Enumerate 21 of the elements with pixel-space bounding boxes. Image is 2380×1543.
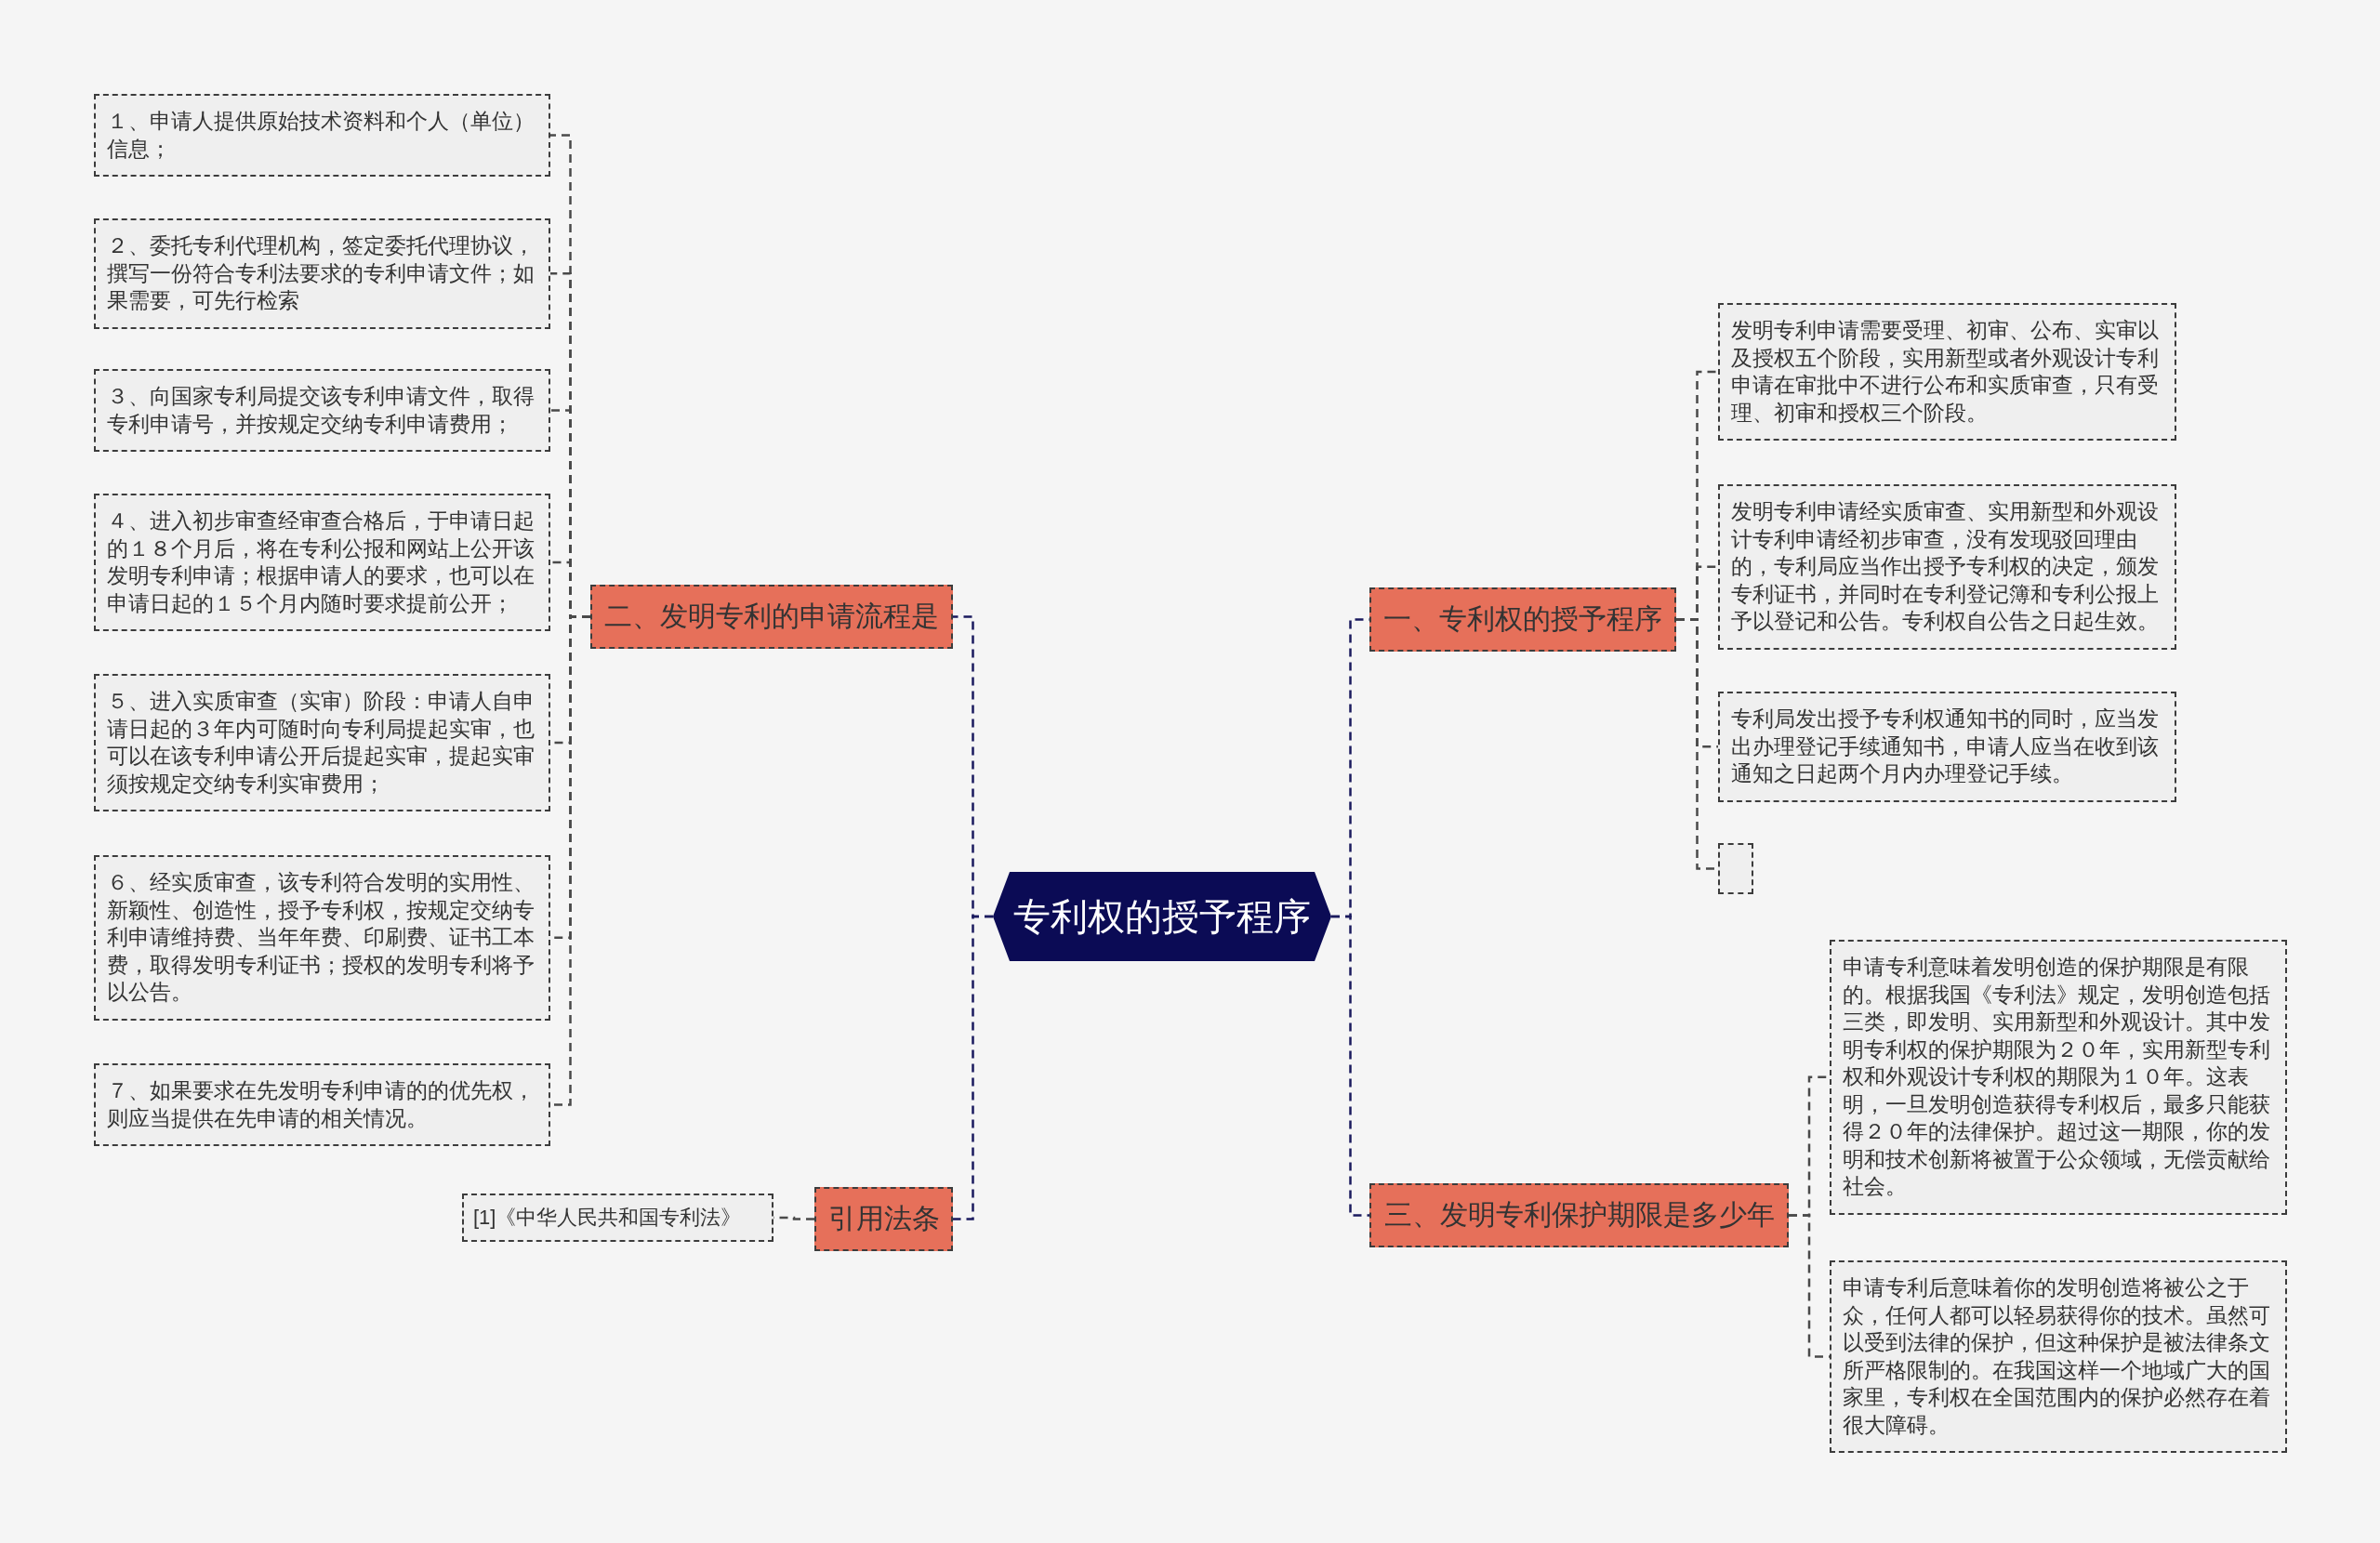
central-topic: 专利权的授予程序 [993, 872, 1331, 961]
note-box: 发明专利申请需要受理、初审、公布、实审以及授权五个阶段，实用新型或者外观设计专利申请在审批中不进行公布和实质审查，只有受理、初审和授权三个阶段。 [1718, 303, 2176, 441]
note-box: 申请专利后意味着你的发明创造将被公之于众，任何人都可以轻易获得你的技术。虽然可以受到法律的保护，但这种保护是被法律条文所严格限制的。在我国这样一个地域广大的国家里，专利权在全国范围内的保护必然存在着很大障碍。 [1830, 1260, 2287, 1453]
topic-box: 二、发明专利的申请流程是 [590, 585, 953, 649]
note-box: 发明专利申请经实质审查、实用新型和外观设计专利申请经初步审查，没有发现驳回理由的，专利局应当作出授予专利权的决定，颁发专利证书，并同时在专利登记簿和专利公报上予以登记和公告。专利权自公告之日起生效。 [1718, 484, 2176, 650]
note-box: １、申请人提供原始技术资料和个人（单位）信息； [94, 94, 550, 177]
note-box: 申请专利意味着发明创造的保护期限是有限的。根据我国《专利法》规定，发明创造包括三类，即发明、实用新型和外观设计。其中发明专利权的保护期限为２０年，实用新型专利权和外观设计专利权的期限为１０年。这表明，一旦发明创造获得专利权后，最多只能获得２０年的法律保护。超过这一期限，你的发明和技术创新将被置于公众领域，无偿贡献给社会。 [1830, 940, 2287, 1215]
note-box: ２、委托专利代理机构，签定委托代理协议，撰写一份符合专利法要求的专利申请文件；如果需要，可先行检索 [94, 218, 550, 329]
note-box: ６、经实质审查，该专利符合发明的实用性、新颖性、创造性，授予专利权，按规定交纳专利申请维持费、当年年费、印刷费、证书工本费，取得发明专利证书；授权的发明专利将予以公告。 [94, 855, 550, 1021]
note-box: ７、如果要求在先发明专利申请的的优先权，则应当提供在先申请的相关情况。 [94, 1063, 550, 1146]
note-box: ４、进入初步审查经审查合格后，于申请日起的１８个月后，将在专利公报和网站上公开该发明专利申请；根据申请人的要求，也可以在申请日起的１５个月内随时要求提前公开； [94, 494, 550, 631]
connector-line [953, 915, 993, 1220]
connector-line [1331, 915, 1369, 1217]
note-box: 专利局发出授予专利权通知书的同时，应当发出办理登记手续通知书，申请人应当在收到该通知之日起两个月内办理登记手续。 [1718, 692, 2176, 802]
note-box: ５、进入实质审查（实审）阶段：申请人自申请日起的３年内可随时向专利局提起实审，也可以在该专利申请公开后提起实审，提起实审须按规定交纳专利实审费用； [94, 674, 550, 811]
topic-box: 三、发明专利保护期限是多少年 [1369, 1183, 1789, 1247]
note-box: [1]《中华人民共和国专利法》 [462, 1194, 774, 1242]
note-box: ３、向国家专利局提交该专利申请文件，取得专利申请号，并按规定交纳专利申请费用； [94, 369, 550, 452]
empty-box [1718, 843, 1753, 894]
topic-box: 一、专利权的授予程序 [1369, 587, 1676, 652]
topic-box: 引用法条 [814, 1187, 953, 1251]
